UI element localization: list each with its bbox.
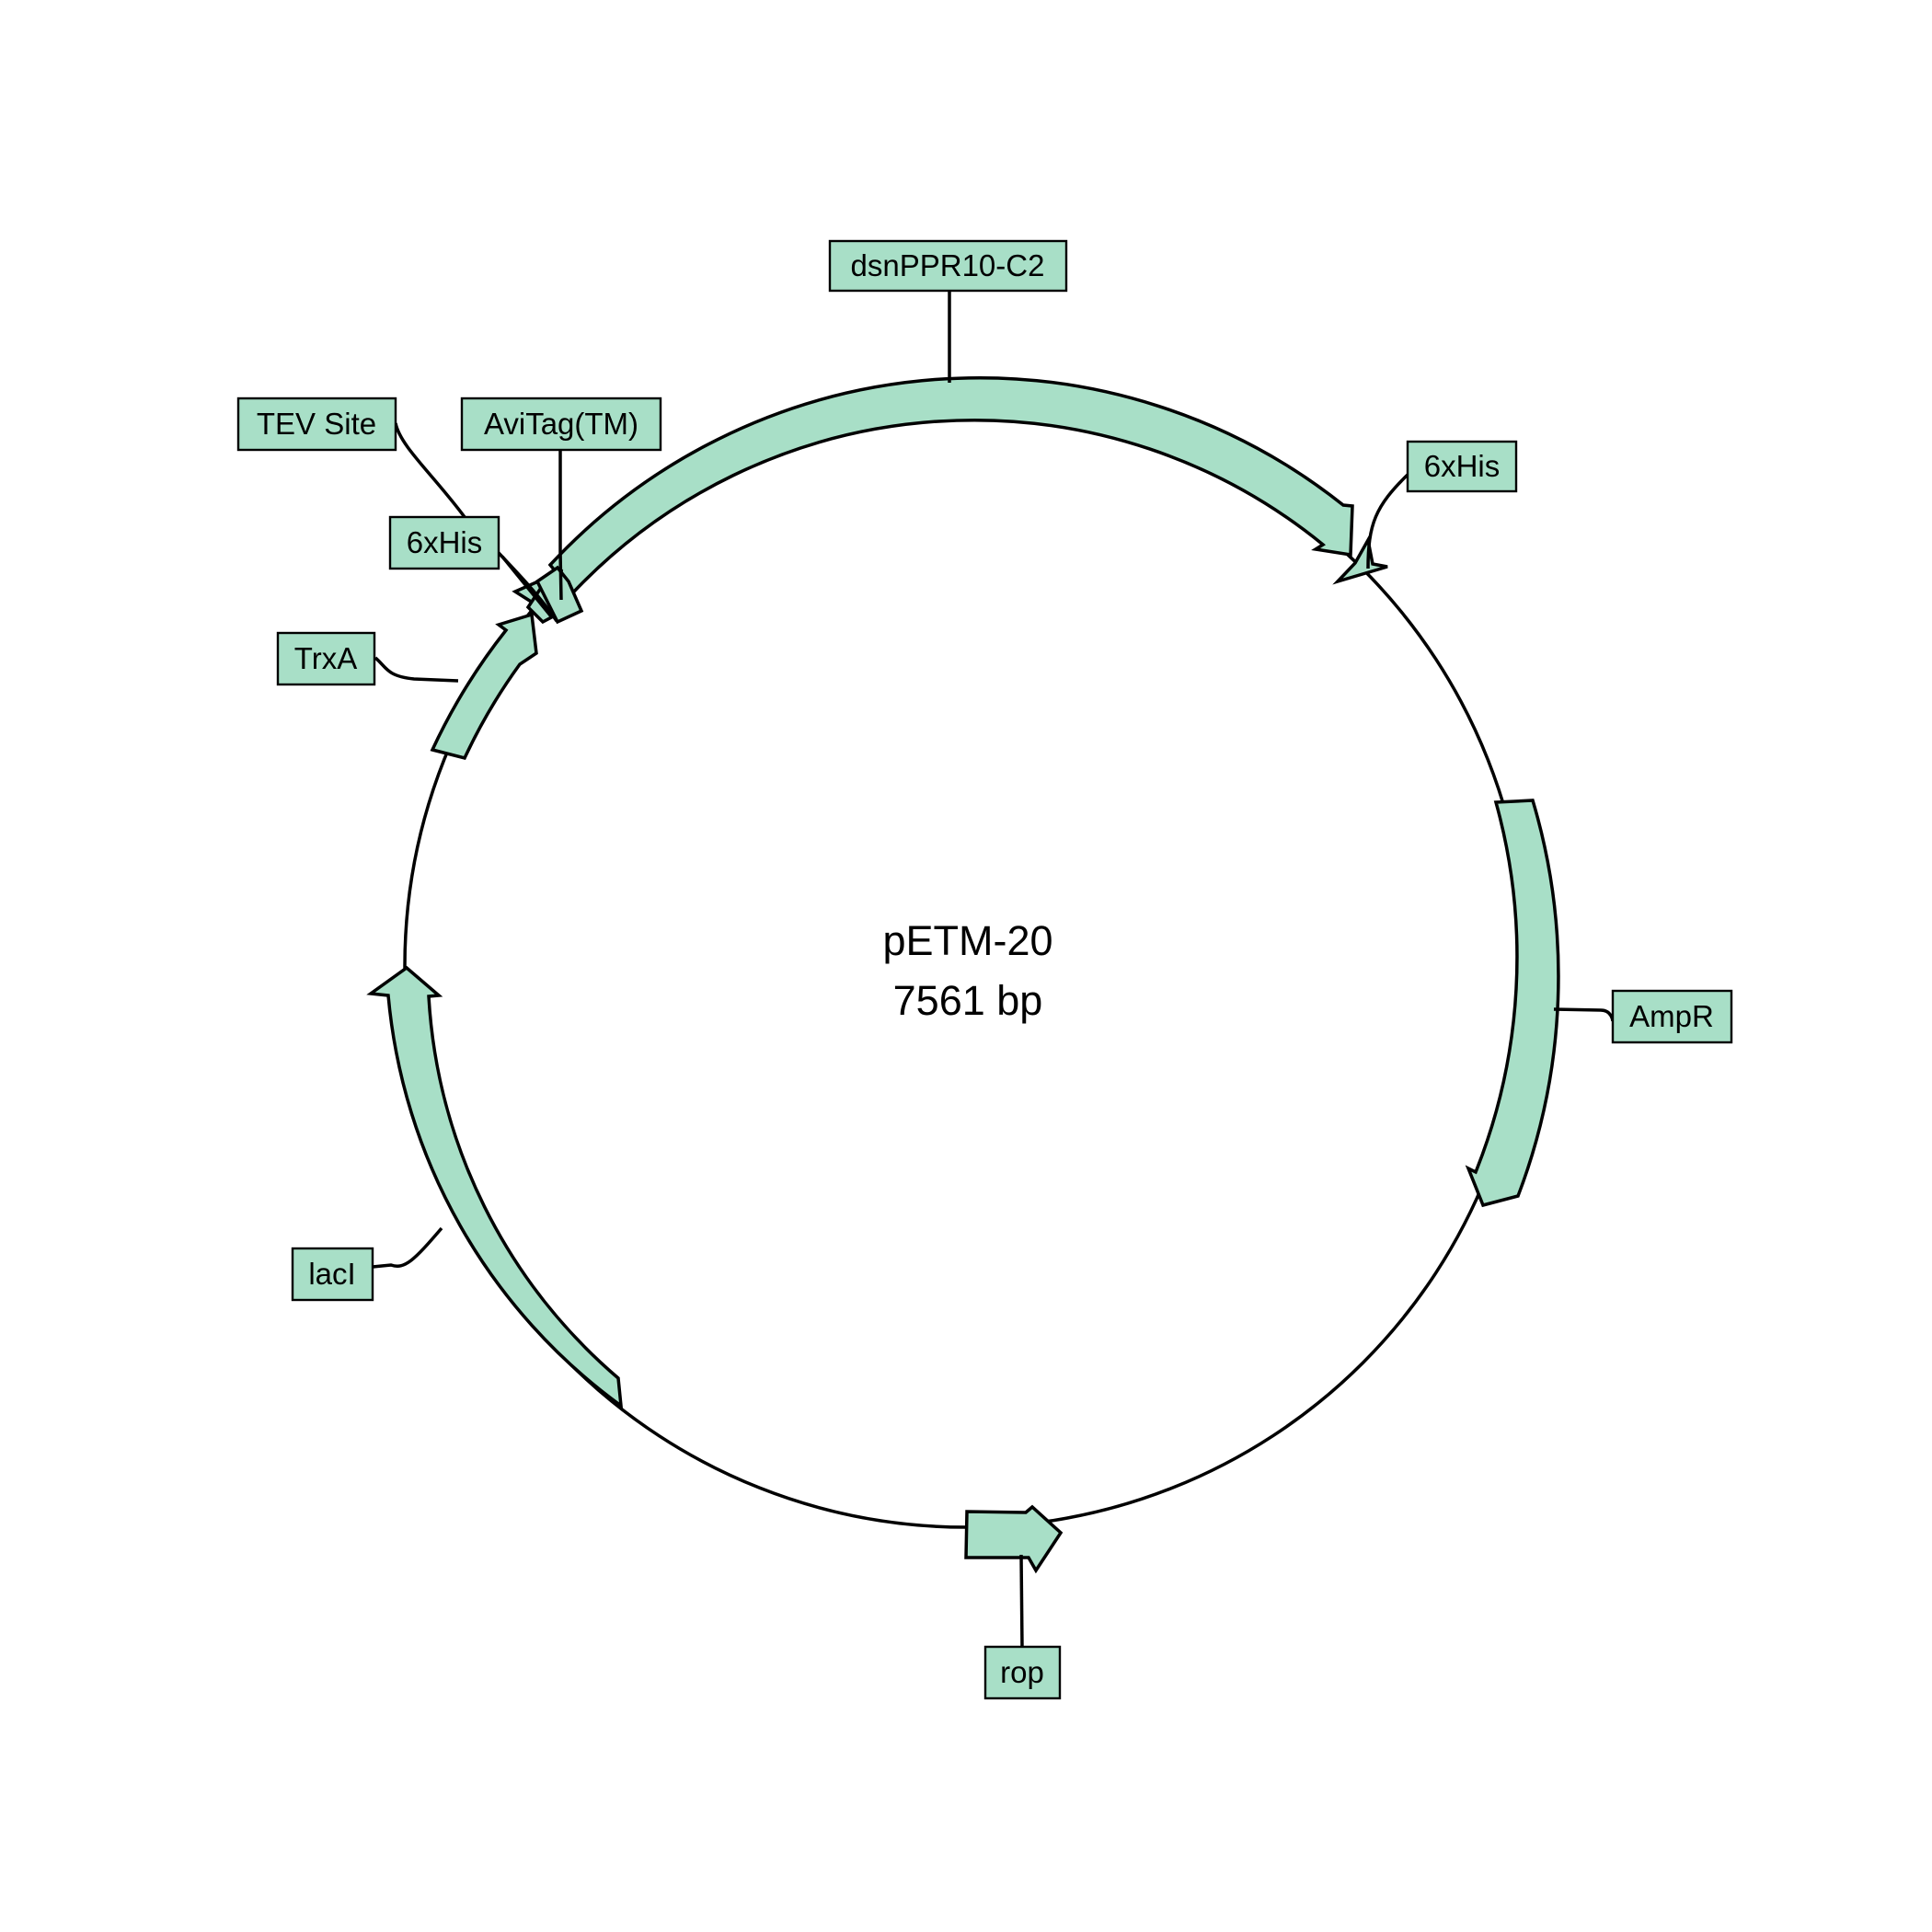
label-laci[interactable]: lacI — [291, 1247, 374, 1302]
leader-trxa — [374, 656, 459, 683]
svg-text:TrxA: TrxA — [294, 641, 357, 675]
feature-arrow-trxa[interactable] — [430, 612, 538, 761]
label-trxa[interactable]: TrxA — [276, 631, 376, 686]
feature-arrow-laci[interactable] — [366, 965, 624, 1409]
label-his-right[interactable]: 6xHis — [1406, 440, 1518, 493]
label-his-left[interactable]: 6xHis — [388, 515, 500, 570]
label-tev[interactable]: TEV Site — [236, 397, 397, 452]
label-rop[interactable]: rop — [983, 1645, 1062, 1700]
svg-text:6xHis: 6xHis — [1424, 449, 1501, 483]
plasmid-size: 7561 bp — [893, 977, 1043, 1024]
leader-his-right — [1366, 473, 1409, 569]
svg-text:rop: rop — [1000, 1655, 1044, 1689]
leader-laci — [372, 1226, 443, 1269]
leader-ampr — [1553, 1007, 1615, 1022]
leader-avitag — [558, 446, 563, 601]
svg-text:6xHis: 6xHis — [407, 525, 483, 559]
feature-arrow-ampr[interactable] — [1465, 799, 1560, 1208]
label-avitag[interactable]: AviTag(TM) — [460, 397, 662, 452]
feature-arrow-rop[interactable] — [964, 1504, 1064, 1574]
svg-text:AviTag(TM): AviTag(TM) — [484, 407, 638, 441]
label-ampr[interactable]: AmpR — [1611, 989, 1733, 1044]
feature-arrow-dsnppr10[interactable] — [547, 376, 1354, 595]
svg-text:AmpR: AmpR — [1629, 999, 1714, 1033]
svg-text:TEV Site: TEV Site — [257, 407, 376, 441]
leader-rop — [1019, 1554, 1024, 1648]
svg-text:dsnPPR10-C2: dsnPPR10-C2 — [851, 248, 1045, 282]
feature-arrow-his-right[interactable] — [1332, 535, 1388, 585]
plasmid-name: pETM-20 — [882, 917, 1052, 964]
svg-text:lacI: lacI — [308, 1257, 355, 1291]
label-dsnppr10[interactable]: dsnPPR10-C2 — [828, 239, 1068, 293]
